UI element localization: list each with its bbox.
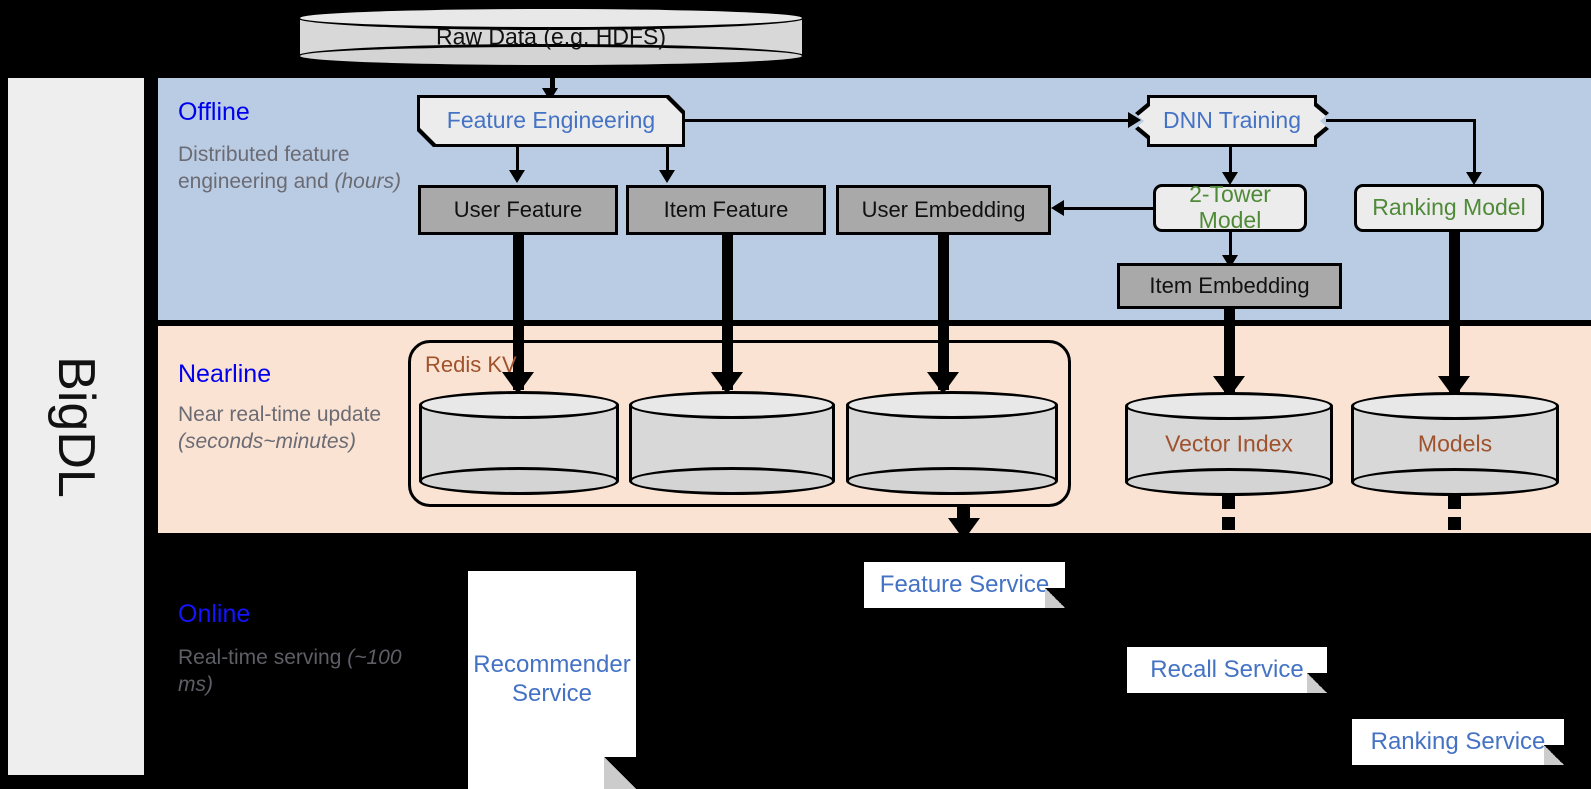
- models-label: Models: [1417, 430, 1493, 457]
- dash-vectorindex-1: [1222, 496, 1235, 509]
- pipe-itemfeature-store: [722, 235, 733, 390]
- ranking-model-box[interactable]: Ranking Model: [1354, 184, 1544, 232]
- dash-redis-featureservice: [957, 506, 970, 519]
- offline-subtitle-emph: (hours): [334, 169, 401, 193]
- feature-engineering-label: Feature Engineering: [446, 107, 656, 134]
- connector-dnn-ranking-v: [1473, 119, 1476, 177]
- cylinder-bottom: [419, 467, 619, 495]
- online-subtitle-emph: (~100 ms): [178, 646, 402, 696]
- pipe-userfeature-store: [513, 235, 524, 390]
- feature-engineering-box[interactable]: Feature Engineering: [420, 98, 682, 144]
- two-tower-model-label: 2-Tower Model: [1189, 181, 1271, 233]
- models-cylinder: Models: [1351, 392, 1559, 496]
- cylinder-bottom: [297, 44, 805, 68]
- dnn-training-box[interactable]: DNN Training: [1138, 98, 1326, 144]
- ranking-service-label: Ranking Service: [1370, 727, 1546, 755]
- page-fold-icon: [1307, 673, 1327, 693]
- arrowhead-redis-featureservice: [948, 518, 980, 540]
- cylinder-bottom: [1125, 468, 1333, 496]
- ranking-service-card[interactable]: Ranking Service: [1352, 719, 1564, 765]
- connector-dnn-twotower: [1229, 147, 1232, 177]
- recall-service-label: Recall Service: [1150, 655, 1304, 683]
- cylinder-top: [629, 391, 835, 419]
- cylinder-bottom: [629, 467, 835, 495]
- nearline-subtitle: Near real-time update (seconds~minutes): [178, 402, 408, 456]
- page-fold-icon: [1544, 745, 1564, 765]
- connector-rawdata-fe: [550, 68, 555, 92]
- arrowhead-dnn-twotower: [1222, 172, 1238, 185]
- two-tower-model-box[interactable]: 2-Tower Model: [1153, 181, 1307, 233]
- offline-title: Offline: [178, 98, 250, 126]
- item-embedding-box[interactable]: Item Embedding: [1117, 263, 1342, 309]
- user-embedding-label: User Embedding: [861, 196, 1026, 222]
- cylinder-top: [846, 391, 1058, 419]
- connector-dnn-ranking-h: [1326, 119, 1476, 122]
- recommender-service-label: Recommender Service: [473, 651, 631, 707]
- arrowhead-twotower-userembedding: [1051, 200, 1064, 216]
- redis-kv-label: Redis KV: [425, 352, 517, 377]
- dnn-training-label: DNN Training: [1162, 107, 1302, 134]
- raw-data-store: Raw Data (e.g. HDFS): [297, 6, 805, 68]
- cylinder-top: [419, 391, 619, 419]
- offline-subtitle: Distributed feature engineering and (hou…: [178, 142, 408, 196]
- dash-models-2: [1448, 517, 1461, 530]
- pipe-itemembedding-vectorindex: [1224, 309, 1235, 394]
- kv-store-cylinder-2: [629, 391, 835, 495]
- nearline-subtitle-emph: (seconds~minutes): [178, 429, 356, 453]
- user-embedding-box[interactable]: User Embedding: [836, 185, 1051, 235]
- raw-data-label: Raw Data (e.g. HDFS): [435, 23, 667, 50]
- user-feature-box[interactable]: User Feature: [418, 185, 618, 235]
- cylinder-top: [1351, 392, 1559, 420]
- arrowhead-fe-dnn: [1128, 112, 1141, 128]
- user-feature-label: User Feature: [453, 196, 583, 222]
- page-fold-icon: [604, 757, 636, 789]
- arrowhead-itemfeature-store: [711, 372, 743, 394]
- arrowhead-userfeature-store: [502, 372, 534, 394]
- arrowhead-fe-userfeature: [509, 170, 525, 183]
- bigdl-sidebar: BigDL: [8, 78, 144, 775]
- online-subtitle-text: Real-time serving: [178, 646, 348, 669]
- pipe-rankingmodel-models: [1449, 232, 1460, 394]
- kv-store-cylinder-3: [846, 391, 1058, 495]
- feature-service-label: Feature Service: [879, 570, 1050, 598]
- offline-subtitle-text: Distributed feature engineering and: [178, 143, 350, 193]
- bigdl-label: BigDL: [47, 355, 106, 498]
- connector-fe-dnn: [685, 119, 1135, 122]
- kv-store-cylinder-1: [419, 391, 619, 495]
- nearline-subtitle-text: Near real-time update: [178, 403, 382, 426]
- pipe-userembedding-store: [938, 235, 949, 390]
- recommender-service-card[interactable]: Recommender Service: [468, 571, 636, 789]
- ranking-model-label: Ranking Model: [1372, 194, 1526, 221]
- cylinder-top: [297, 6, 805, 30]
- arrowhead-fe-itemfeature: [659, 170, 675, 183]
- dash-vectorindex-2: [1222, 517, 1235, 530]
- recall-service-card[interactable]: Recall Service: [1127, 647, 1327, 693]
- dash-models-1: [1448, 496, 1461, 509]
- arrowhead-dnn-ranking: [1466, 172, 1482, 185]
- item-embedding-label: Item Embedding: [1149, 272, 1310, 298]
- online-subtitle: Real-time serving (~100 ms): [178, 645, 408, 699]
- redis-kv-container: [408, 340, 1071, 507]
- nearline-title: Nearline: [178, 360, 272, 388]
- item-feature-box[interactable]: Item Feature: [626, 185, 826, 235]
- online-title: Online: [178, 600, 251, 628]
- cylinder-top: [1125, 392, 1333, 420]
- connector-fe-itemfeature: [666, 147, 669, 175]
- vector-index-cylinder: Vector Index: [1125, 392, 1333, 496]
- cylinder-bottom: [1351, 468, 1559, 496]
- cylinder-bottom: [846, 467, 1058, 495]
- connector-fe-userfeature: [516, 147, 519, 175]
- arrowhead-userembedding-store: [927, 372, 959, 394]
- feature-service-card[interactable]: Feature Service: [864, 562, 1065, 608]
- vector-index-label: Vector Index: [1165, 430, 1293, 457]
- connector-twotower-userembedding: [1062, 207, 1154, 210]
- connector-twotower-itemembedding: [1229, 232, 1232, 260]
- item-feature-label: Item Feature: [663, 196, 789, 222]
- page-fold-icon: [1045, 588, 1065, 608]
